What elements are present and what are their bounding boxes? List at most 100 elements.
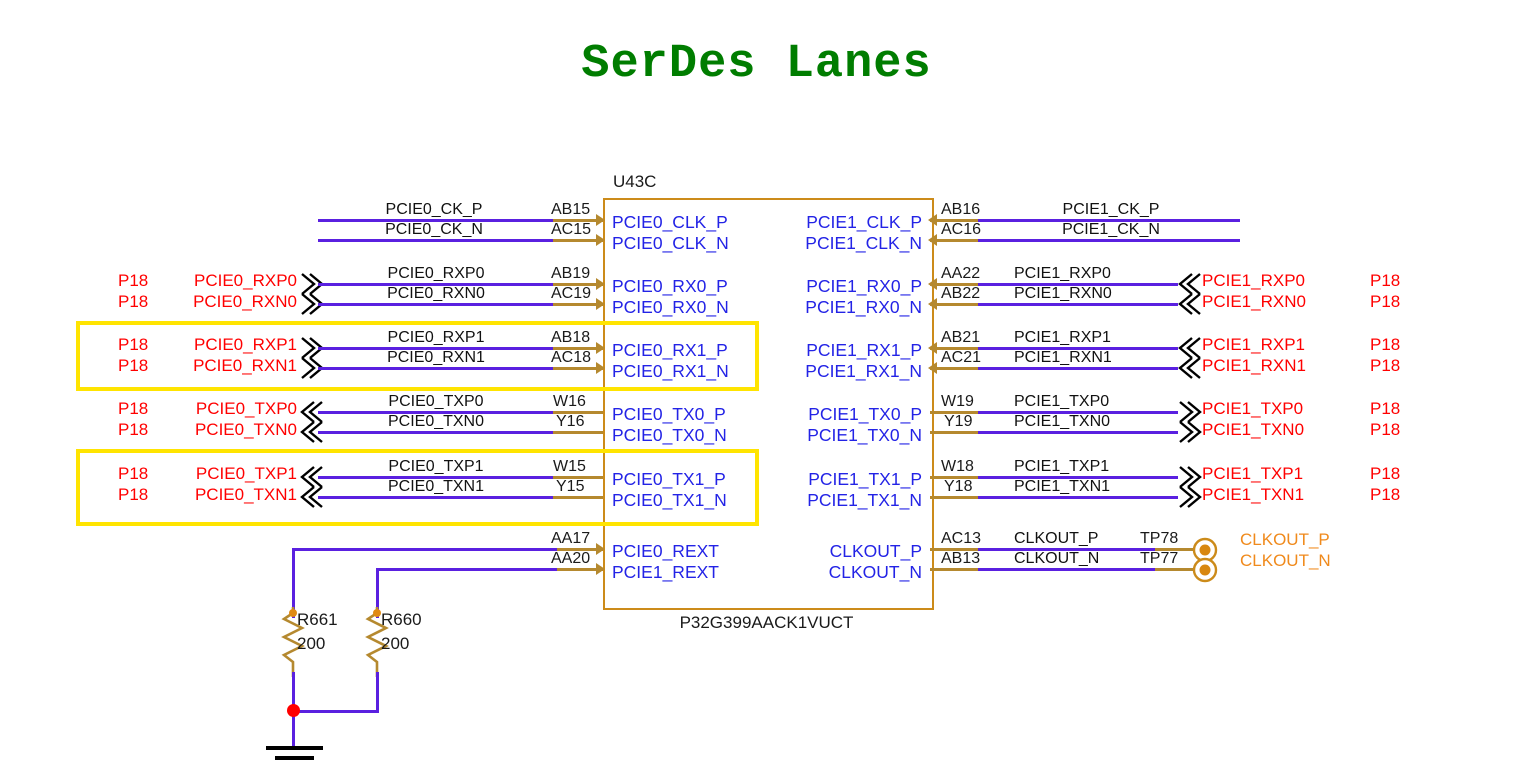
chip-pin-name: CLKOUT_P: [829, 541, 922, 561]
page-title: SerDes Lanes: [581, 38, 932, 91]
net-label: PCIE1_TXP0: [1014, 393, 1110, 410]
pin-stub: [930, 496, 980, 499]
pin-number: AC19: [551, 285, 592, 302]
chip-pin-name: PCIE0_REXT: [612, 541, 719, 561]
pin-stub: [930, 303, 980, 306]
pin-direction-arrow-icon: [928, 214, 937, 226]
wire: [978, 367, 1178, 370]
chip-pin-name: PCIE0_TX1_P: [612, 469, 726, 489]
page-reference: P18: [1370, 485, 1401, 504]
off-page-label[interactable]: PCIE0_RXN1: [193, 356, 297, 375]
pin-number: Y18: [944, 478, 973, 495]
net-label: PCIE0_TXP1: [388, 458, 484, 475]
resistor-r660: [365, 607, 389, 677]
wire-junction-dot: [287, 704, 300, 717]
chip-pin-name: PCIE1_TX1_P: [808, 469, 922, 489]
pin-stub: [553, 303, 603, 306]
pin-stub: [930, 568, 980, 571]
pin-number: AC13: [941, 530, 982, 547]
wire: [292, 710, 379, 713]
off-page-label[interactable]: PCIE1_RXP1: [1202, 335, 1305, 354]
net-label: PCIE0_CK_N: [385, 221, 483, 238]
off-page-label[interactable]: PCIE0_RXP0: [194, 271, 297, 290]
page-reference: P18: [1370, 356, 1401, 375]
off-page-label[interactable]: PCIE1_TXP0: [1202, 399, 1304, 418]
chip-pin-name: PCIE1_RX1_P: [806, 340, 922, 360]
pin-number: AB15: [551, 201, 591, 218]
wire: [292, 672, 295, 712]
pin-number: AB16: [941, 201, 981, 218]
chip-reference-designator: U43C: [613, 172, 657, 191]
wire: [292, 548, 295, 618]
wire: [978, 239, 1240, 242]
test-point-designator: TP77: [1140, 550, 1179, 567]
off-page-label[interactable]: PCIE1_RXN1: [1202, 356, 1306, 375]
pin-stub: [553, 476, 603, 479]
wire: [376, 672, 379, 712]
wire: [292, 548, 557, 551]
pin-number: Y16: [556, 413, 585, 430]
page-reference: P18: [118, 485, 149, 504]
pin-direction-arrow-icon: [596, 342, 605, 354]
pin-direction-arrow-icon: [596, 362, 605, 374]
net-label: PCIE1_TXN1: [1014, 478, 1111, 495]
pin-stub: [930, 219, 980, 222]
off-page-label[interactable]: PCIE1_TXN0: [1202, 420, 1305, 439]
off-page-label[interactable]: PCIE1_TXP1: [1202, 464, 1304, 483]
page-reference: P18: [1370, 271, 1401, 290]
chip-part-number: P32G399AACK1VUCT: [679, 613, 854, 632]
pin-direction-arrow-icon: [928, 278, 937, 290]
page-reference: P18: [118, 420, 149, 439]
pin-stub: [553, 283, 603, 286]
off-page-label[interactable]: PCIE0_RXP1: [194, 335, 297, 354]
wire: [318, 431, 556, 434]
chip-pin-name: PCIE1_CLK_N: [805, 233, 922, 253]
pin-stub: [553, 568, 603, 571]
resistor-value: 200: [297, 634, 326, 653]
chip-body-u43c: [603, 198, 934, 610]
page-reference: P18: [1370, 399, 1401, 418]
wire: [978, 548, 1158, 551]
net-label: PCIE0_RXN0: [387, 285, 485, 302]
pin-stub: [553, 219, 603, 222]
chip-pin-name: PCIE0_RX1_P: [612, 340, 728, 360]
chip-pin-name: PCIE1_RX0_P: [806, 276, 922, 296]
net-label: PCIE1_CK_P: [1062, 201, 1160, 218]
off-page-label[interactable]: PCIE0_TXN1: [194, 485, 297, 504]
chip-pin-name: PCIE0_RX0_N: [612, 297, 729, 317]
pin-stub: [930, 367, 980, 370]
off-page-label[interactable]: PCIE1_RXP0: [1202, 271, 1305, 290]
off-page-label[interactable]: PCIE0_TXN0: [194, 420, 297, 439]
net-label: CLKOUT_N: [1014, 550, 1100, 567]
pin-stub: [930, 476, 980, 479]
wire: [978, 411, 1178, 414]
off-page-connector-out-icon: [300, 466, 323, 508]
off-page-label[interactable]: PCIE1_TXN1: [1202, 485, 1305, 504]
off-page-label[interactable]: PCIE0_RXN0: [193, 292, 297, 311]
chip-pin-name: PCIE0_CLK_N: [612, 233, 729, 253]
wire: [978, 568, 1158, 571]
chip-pin-name: CLKOUT_N: [828, 562, 922, 582]
pin-number: AA22: [941, 265, 981, 282]
chip-pin-name: PCIE0_TX0_P: [612, 404, 726, 424]
off-page-label[interactable]: PCIE0_TXP1: [195, 464, 297, 483]
off-page-label[interactable]: PCIE0_TXP0: [195, 399, 297, 418]
net-label: PCIE0_RXP0: [387, 265, 485, 282]
net-label: PCIE1_TXN0: [1014, 413, 1111, 430]
pin-number: W16: [553, 393, 586, 410]
pin-number: AC15: [551, 221, 592, 238]
pin-number: AA20: [551, 550, 591, 567]
pin-stub: [930, 283, 980, 286]
net-label: PCIE0_TXN0: [387, 413, 485, 430]
wire: [318, 347, 556, 350]
test-point-symbol-icon[interactable]: [1191, 556, 1219, 584]
chip-pin-name: PCIE0_RX0_P: [612, 276, 728, 296]
net-label: CLKOUT_P: [1014, 530, 1099, 547]
pin-number: AC21: [941, 349, 982, 366]
wire: [978, 283, 1178, 286]
test-point-label: CLKOUT_N: [1240, 551, 1331, 570]
off-page-label[interactable]: PCIE1_RXN0: [1202, 292, 1306, 311]
wire: [292, 710, 295, 748]
resistor-r661: [281, 607, 305, 677]
net-label: PCIE0_CK_P: [385, 201, 483, 218]
